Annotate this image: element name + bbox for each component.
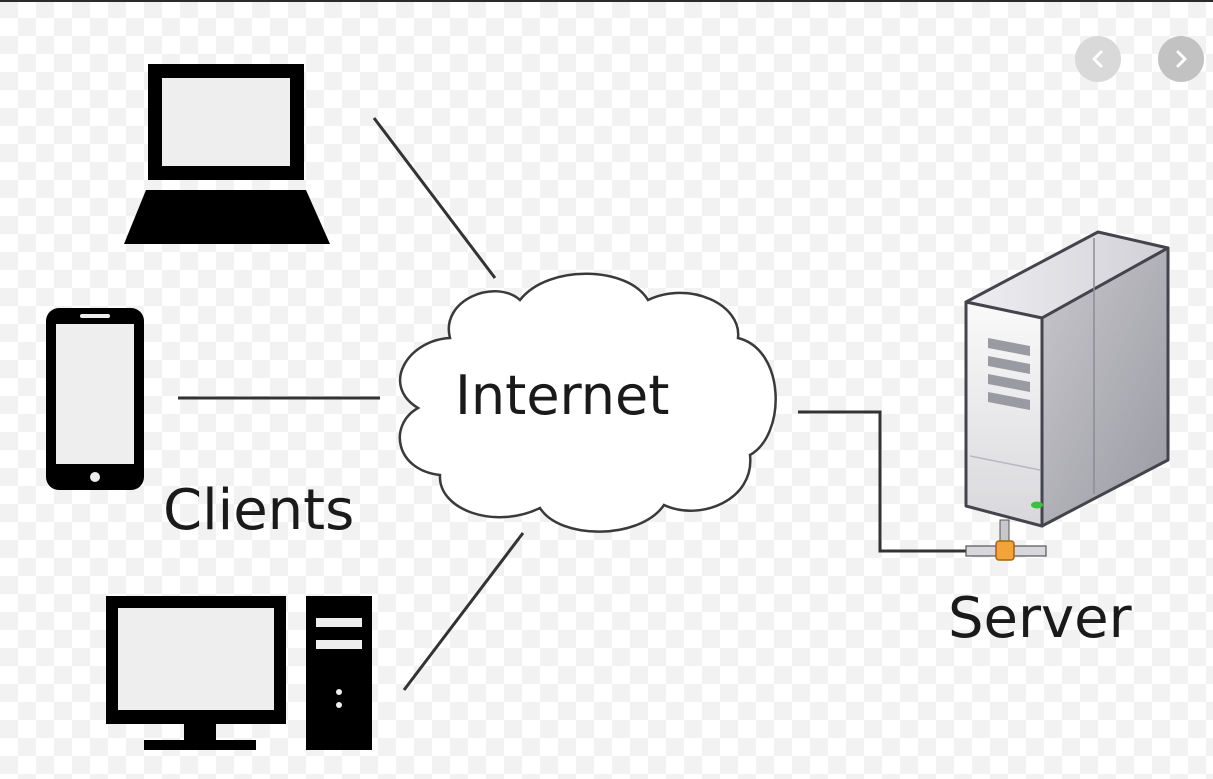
desktop-computer-icon	[106, 596, 372, 750]
laptop-connection-line	[372, 117, 497, 279]
internet-cloud-icon	[398, 272, 777, 533]
server-power-led	[1031, 501, 1043, 509]
server-icon	[964, 230, 1170, 561]
internet-label: Internet	[455, 364, 670, 427]
chevron-left-icon	[1092, 50, 1103, 68]
smartphone-icon	[46, 308, 144, 490]
desktop-connection-line	[402, 532, 525, 691]
laptop-icon	[124, 64, 330, 244]
previous-image-button[interactable]	[1075, 36, 1121, 82]
network-connector-icon	[995, 540, 1015, 561]
connection-lines	[178, 117, 970, 691]
chevron-right-icon	[1176, 50, 1187, 68]
server-connection-line	[798, 410, 970, 553]
top-border	[0, 0, 1213, 2]
clients-label: Clients	[163, 478, 355, 543]
next-image-button[interactable]	[1158, 36, 1204, 82]
server-label: Server	[948, 586, 1132, 651]
